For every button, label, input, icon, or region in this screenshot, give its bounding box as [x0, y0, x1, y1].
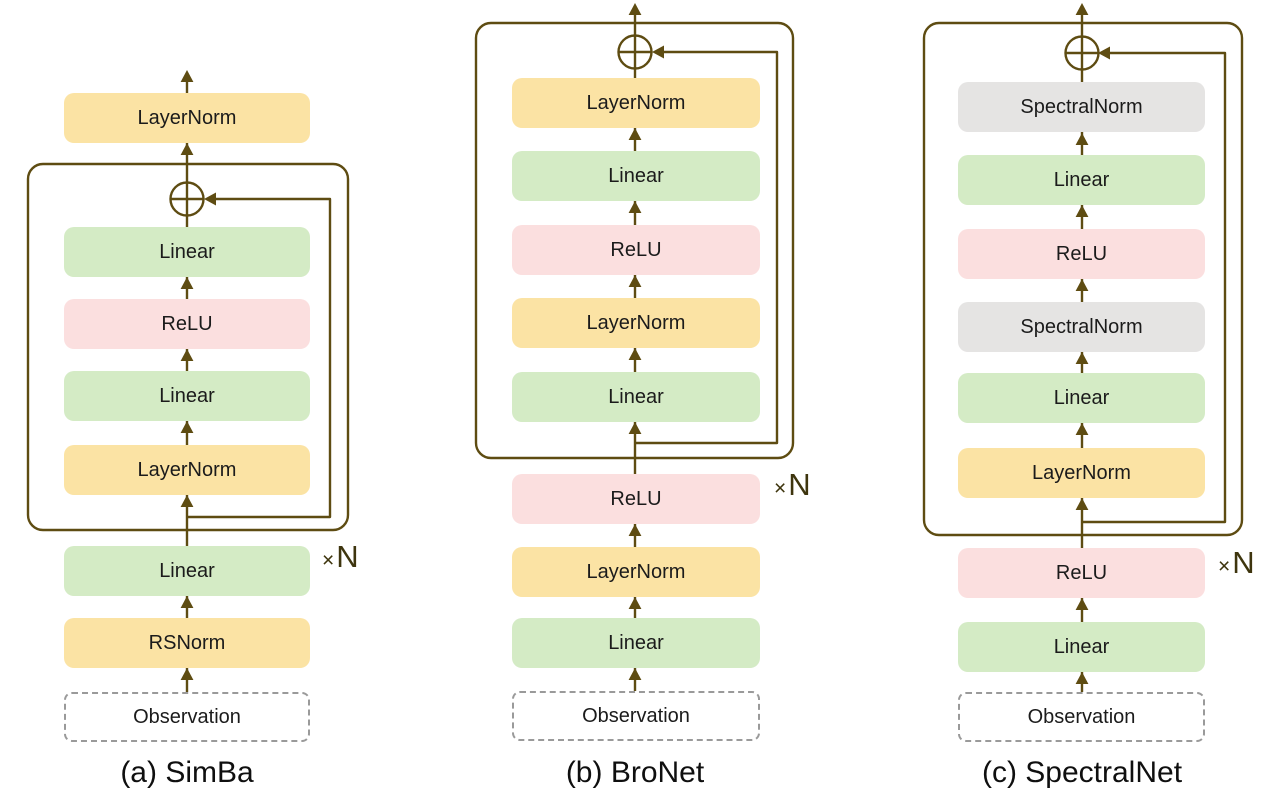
input-observation: Observation — [958, 692, 1205, 742]
input-observation: Observation — [64, 692, 310, 742]
n-symbol: N — [1232, 545, 1255, 580]
n-symbol: N — [336, 539, 359, 574]
input-observation: Observation — [512, 691, 760, 741]
repeat-n-label: × N — [774, 469, 811, 500]
block-rsnorm: RSNorm — [64, 618, 310, 668]
block-linear: Linear — [958, 622, 1205, 672]
block-relu: ReLU — [512, 225, 760, 275]
caption-bronet: (b) BroNet — [565, 756, 705, 789]
times-symbol: × — [774, 477, 787, 500]
arrowheads-simba — [180, 70, 216, 680]
arrowheads-bronet — [628, 3, 664, 680]
sum-icon — [617, 34, 653, 70]
block-spectralnorm: SpectralNorm — [958, 82, 1205, 132]
block-layernorm: LayerNorm — [64, 93, 310, 143]
residual-skip-line-simba — [187, 197, 332, 519]
block-layernorm: LayerNorm — [512, 78, 760, 128]
flow-line-simba — [26, 70, 350, 692]
repeat-n-label: × N — [1218, 547, 1255, 578]
block-spectralnorm: SpectralNorm — [958, 302, 1205, 352]
caption-spectralnet: (c) SpectralNet — [981, 756, 1183, 789]
repeat-n-label: × N — [322, 541, 359, 572]
block-linear: Linear — [512, 618, 760, 668]
block-linear: Linear — [512, 372, 760, 422]
block-layernorm: LayerNorm — [512, 547, 760, 597]
block-linear: Linear — [512, 151, 760, 201]
arrowheads-spectralnet — [1075, 3, 1110, 684]
residual-skip-line-spectralnet — [1082, 51, 1227, 524]
block-layernorm: LayerNorm — [958, 448, 1205, 498]
n-symbol: N — [788, 467, 811, 502]
residual-box-spectralnet — [922, 21, 1244, 537]
block-linear: Linear — [958, 373, 1205, 423]
residual-box-bronet — [474, 21, 795, 460]
block-linear: Linear — [958, 155, 1205, 205]
sum-icon — [169, 181, 205, 217]
caption-simba: (a) SimBa — [120, 756, 254, 789]
block-relu: ReLU — [958, 229, 1205, 279]
sum-icon — [1064, 35, 1100, 71]
block-linear: Linear — [64, 227, 310, 277]
block-linear: Linear — [64, 371, 310, 421]
block-relu: ReLU — [958, 548, 1205, 598]
residual-box-simba — [26, 162, 350, 532]
block-layernorm: LayerNorm — [512, 298, 760, 348]
block-relu: ReLU — [64, 299, 310, 349]
residual-skip-line-bronet — [635, 50, 779, 445]
block-relu: ReLU — [512, 474, 760, 524]
block-layernorm: LayerNorm — [64, 445, 310, 495]
times-symbol: × — [1218, 555, 1231, 578]
times-symbol: × — [322, 549, 335, 572]
block-linear: Linear — [64, 546, 310, 596]
